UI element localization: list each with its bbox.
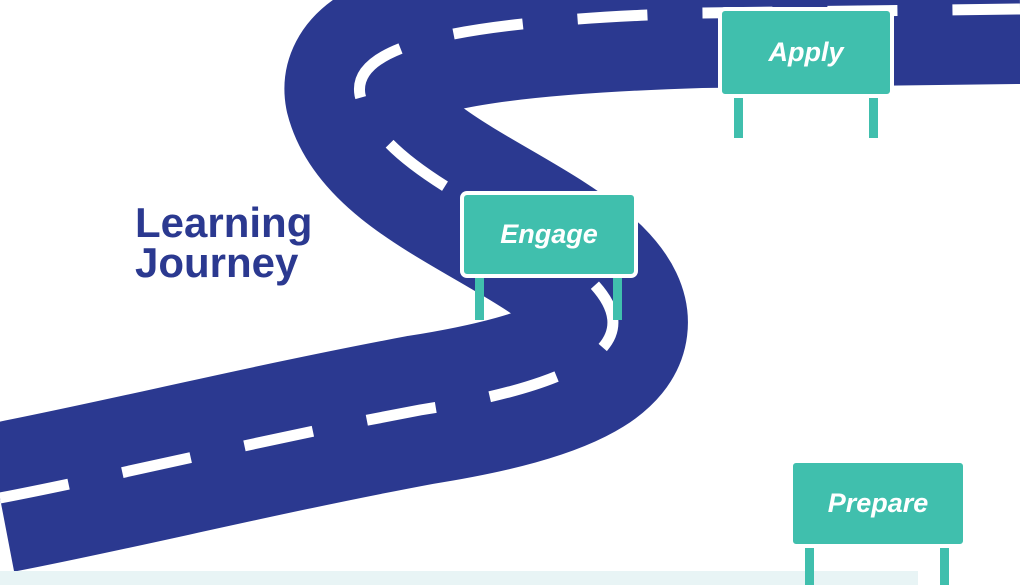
bottom-band: [0, 571, 918, 585]
sign-post-right: [613, 272, 622, 320]
sign-label-prepare: Prepare: [827, 488, 929, 518]
sign-post-left: [734, 94, 743, 138]
diagram-title: Learning Journey: [135, 199, 313, 286]
sign-post-right: [940, 542, 949, 585]
road-lane-marking: [0, 3, 1020, 504]
sign-panel-engage: Engage: [461, 192, 637, 277]
sign-post-left: [475, 272, 484, 320]
sign-panel-apply: Apply: [719, 8, 893, 97]
sign-post-left: [805, 542, 814, 585]
sign-panel-prepare: Prepare: [790, 460, 966, 547]
sign-label-engage: Engage: [500, 219, 598, 249]
sign-post-right: [869, 94, 878, 138]
sign-label-apply: Apply: [768, 37, 844, 67]
sign-apply: Apply: [719, 8, 893, 138]
title-line-journey: Journey: [135, 239, 299, 286]
sign-prepare: Prepare: [790, 460, 966, 585]
sign-engage: Engage: [461, 192, 637, 320]
title-line-learning: Learning: [135, 199, 313, 246]
